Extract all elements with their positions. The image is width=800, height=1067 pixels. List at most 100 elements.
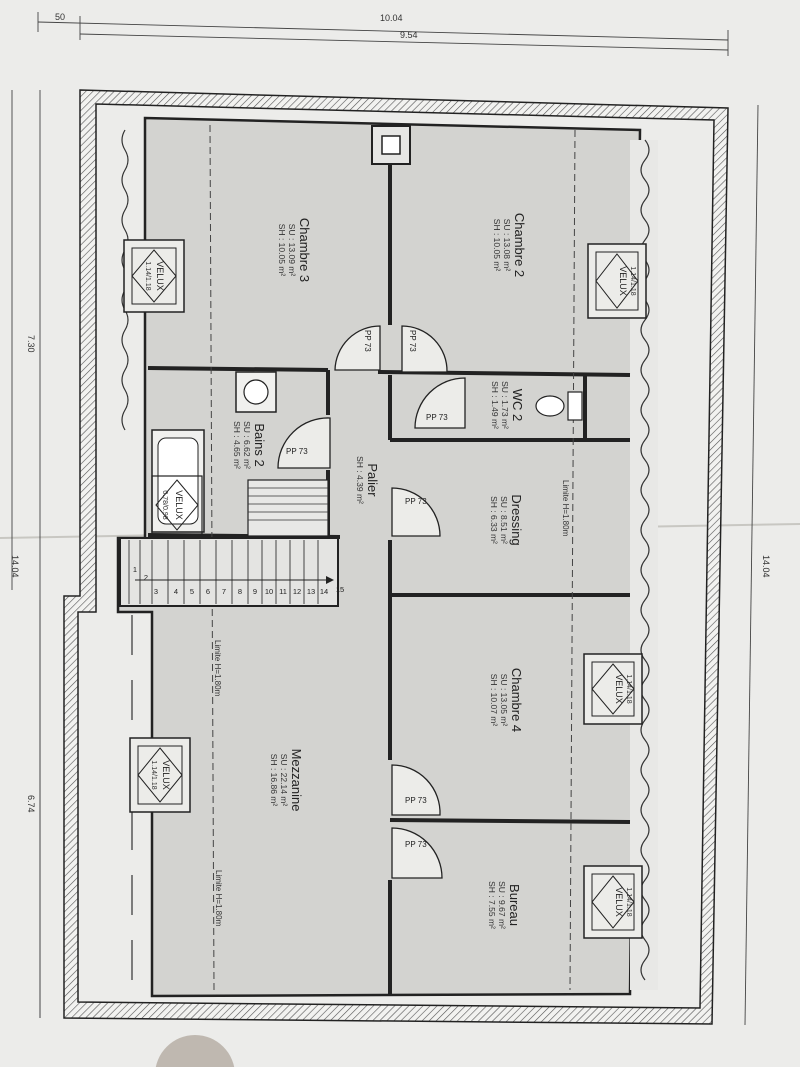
limit-label-dressing: Limite H=1.80m (561, 480, 570, 537)
step-5: 5 (190, 587, 194, 596)
room-name: Chambre 3 (297, 218, 312, 282)
room-sh: SH : 4.39 m² (355, 456, 365, 504)
step-7: 7 (222, 587, 226, 596)
room-chambre3: Chambre 3 SU : 13.09 m² SH : 10.05 m² (277, 218, 312, 282)
velux-bureau: VELUX 1.14/1.18 (583, 865, 643, 939)
shelf-lines (248, 487, 328, 521)
door-label-bureau: PP 73 (405, 840, 427, 849)
dim-left-right: 6.74 (26, 795, 36, 813)
room-su: SU : 8.51 m² (499, 496, 509, 544)
step-1: 1 (133, 565, 137, 574)
stair-arrow-head (326, 576, 334, 584)
velux-size: 1.14/1.18 (150, 760, 157, 789)
room-dressing: Dressing SU : 8.51 m² SH : 6.33 m² (489, 494, 524, 545)
room-sh: SH : 6.33 m² (489, 496, 499, 544)
velux-chambre2: VELUX 1.14/1.18 (587, 243, 647, 319)
step-11: 11 (279, 587, 287, 596)
velux-label: VELUX (614, 887, 624, 917)
step-13: 13 (307, 587, 315, 596)
step-6: 6 (206, 587, 210, 596)
step-3: 3 (154, 587, 158, 596)
step-4: 4 (174, 587, 178, 596)
velux-label: VELUX (155, 261, 165, 291)
room-su: SU : 1.73 m² (500, 381, 510, 429)
toilet-tank (567, 391, 583, 421)
stair-step-numbers: 1 2 3 4 5 6 7 8 9 10 11 12 13 14 15 (133, 565, 344, 596)
exterior-wall (63, 89, 729, 1025)
staircase (119, 537, 339, 607)
room-name: WC 2 (510, 389, 525, 422)
velux-chambre4: VELUX 1.14/1.18 (583, 653, 643, 725)
step-12: 12 (293, 587, 301, 596)
door-label-bains2: PP 73 (286, 447, 308, 456)
finger-shadow (155, 1035, 235, 1067)
velux-size: 0.78/0.98 (161, 490, 168, 519)
room-sh: SH : 4.65 m² (232, 421, 242, 469)
door-label-dressing: PP 73 (405, 497, 427, 506)
velux-label: VELUX (174, 490, 184, 520)
room-sh: SH : 10.05 m² (492, 219, 502, 272)
velux-label: VELUX (614, 674, 624, 704)
room-name: Mezzanine (289, 749, 304, 812)
step-10: 10 (265, 587, 273, 596)
stair-treads (128, 540, 319, 604)
room-su: SU : 13.09 m² (287, 224, 297, 277)
shower-drain (243, 379, 269, 405)
velux-label: VELUX (618, 266, 628, 296)
room-bains2: Bains 2 SU : 6.62 m² SH : 4.65 m² (232, 421, 267, 469)
step-15: 15 (336, 585, 344, 594)
room-name: Palier (365, 463, 380, 497)
step-9: 9 (253, 587, 257, 596)
room-bureau: Bureau SU : 9.67 m² SH : 7.55 m² (487, 881, 522, 929)
room-mezzanine: Mezzanine SU : 22.14 m² SH : 16.86 m² (269, 749, 304, 812)
step-2: 2 (144, 573, 148, 582)
room-sh: SH : 10.05 m² (277, 224, 287, 277)
velux-size: 1.14/1.18 (144, 261, 151, 290)
room-name: Bureau (507, 884, 522, 926)
room-sh: SH : 1.49 m² (490, 381, 500, 429)
room-su: SU : 22.14 m² (279, 754, 289, 807)
limit-label-mezzanine-top: Limite H=1.80m (213, 640, 222, 697)
shelf-block (247, 479, 329, 537)
chimney (371, 125, 411, 165)
velux-size: 1.14/1.18 (625, 887, 632, 916)
velux-mezzanine: VELUX 1.14/1.18 (129, 737, 191, 813)
velux-label: VELUX (161, 760, 171, 790)
velux-size: 1.14/1.18 (625, 674, 632, 703)
dimension-lines (11, 12, 759, 1026)
door-label-chambre3: PP 73 (363, 330, 372, 352)
dim-right-total: 14.04 (761, 555, 771, 578)
room-chambre2: Chambre 2 SU : 13.08 m² SH : 10.05 m² (492, 213, 527, 277)
room-palier: Palier SH : 4.39 m² (355, 456, 380, 504)
chimney-flue (381, 135, 401, 155)
dim-left-upper: 7.30 (26, 335, 36, 353)
door-label-chambre2: PP 73 (408, 330, 417, 352)
door-label-wc2: PP 73 (426, 413, 448, 422)
dim-left-lower: 14.04 (10, 555, 20, 578)
step-14: 14 (320, 587, 328, 596)
room-name: Chambre 4 (509, 668, 524, 732)
step-8: 8 (238, 587, 242, 596)
velux-chambre3: VELUX 1.14/1.18 (123, 239, 185, 313)
dim-top-total: 10.04 (380, 13, 403, 23)
door-labels: PP 73 PP 73 PP 73 PP 73 PP 73 PP 73 PP 7… (286, 330, 448, 849)
velux-bains2: VELUX 0.78/0.98 (151, 475, 203, 535)
velux-size: 1.14/1.18 (629, 266, 636, 295)
dim-top-offset: 50 (55, 12, 65, 22)
room-name: Dressing (509, 494, 524, 545)
room-su: SU : 6.62 m² (242, 421, 252, 469)
door-label-chambre4: PP 73 (405, 796, 427, 805)
room-su: SU : 13.05 m² (499, 674, 509, 727)
room-name: Chambre 2 (512, 213, 527, 277)
toilet-bowl (535, 395, 565, 417)
dim-top-inner: 9.54 (400, 30, 418, 40)
room-name: Bains 2 (252, 423, 267, 466)
limit-label-mezzanine-bottom: Limite H=1.80m (214, 870, 223, 927)
room-su: SU : 9.67 m² (497, 881, 507, 929)
door-swings (277, 325, 466, 879)
room-sh: SH : 16.86 m² (269, 754, 279, 807)
room-su: SU : 13.08 m² (502, 219, 512, 272)
room-chambre4: Chambre 4 SU : 13.05 m² SH : 10.07 m² (489, 668, 524, 732)
room-wc2: WC 2 SU : 1.73 m² SH : 1.49 m² (490, 381, 525, 429)
